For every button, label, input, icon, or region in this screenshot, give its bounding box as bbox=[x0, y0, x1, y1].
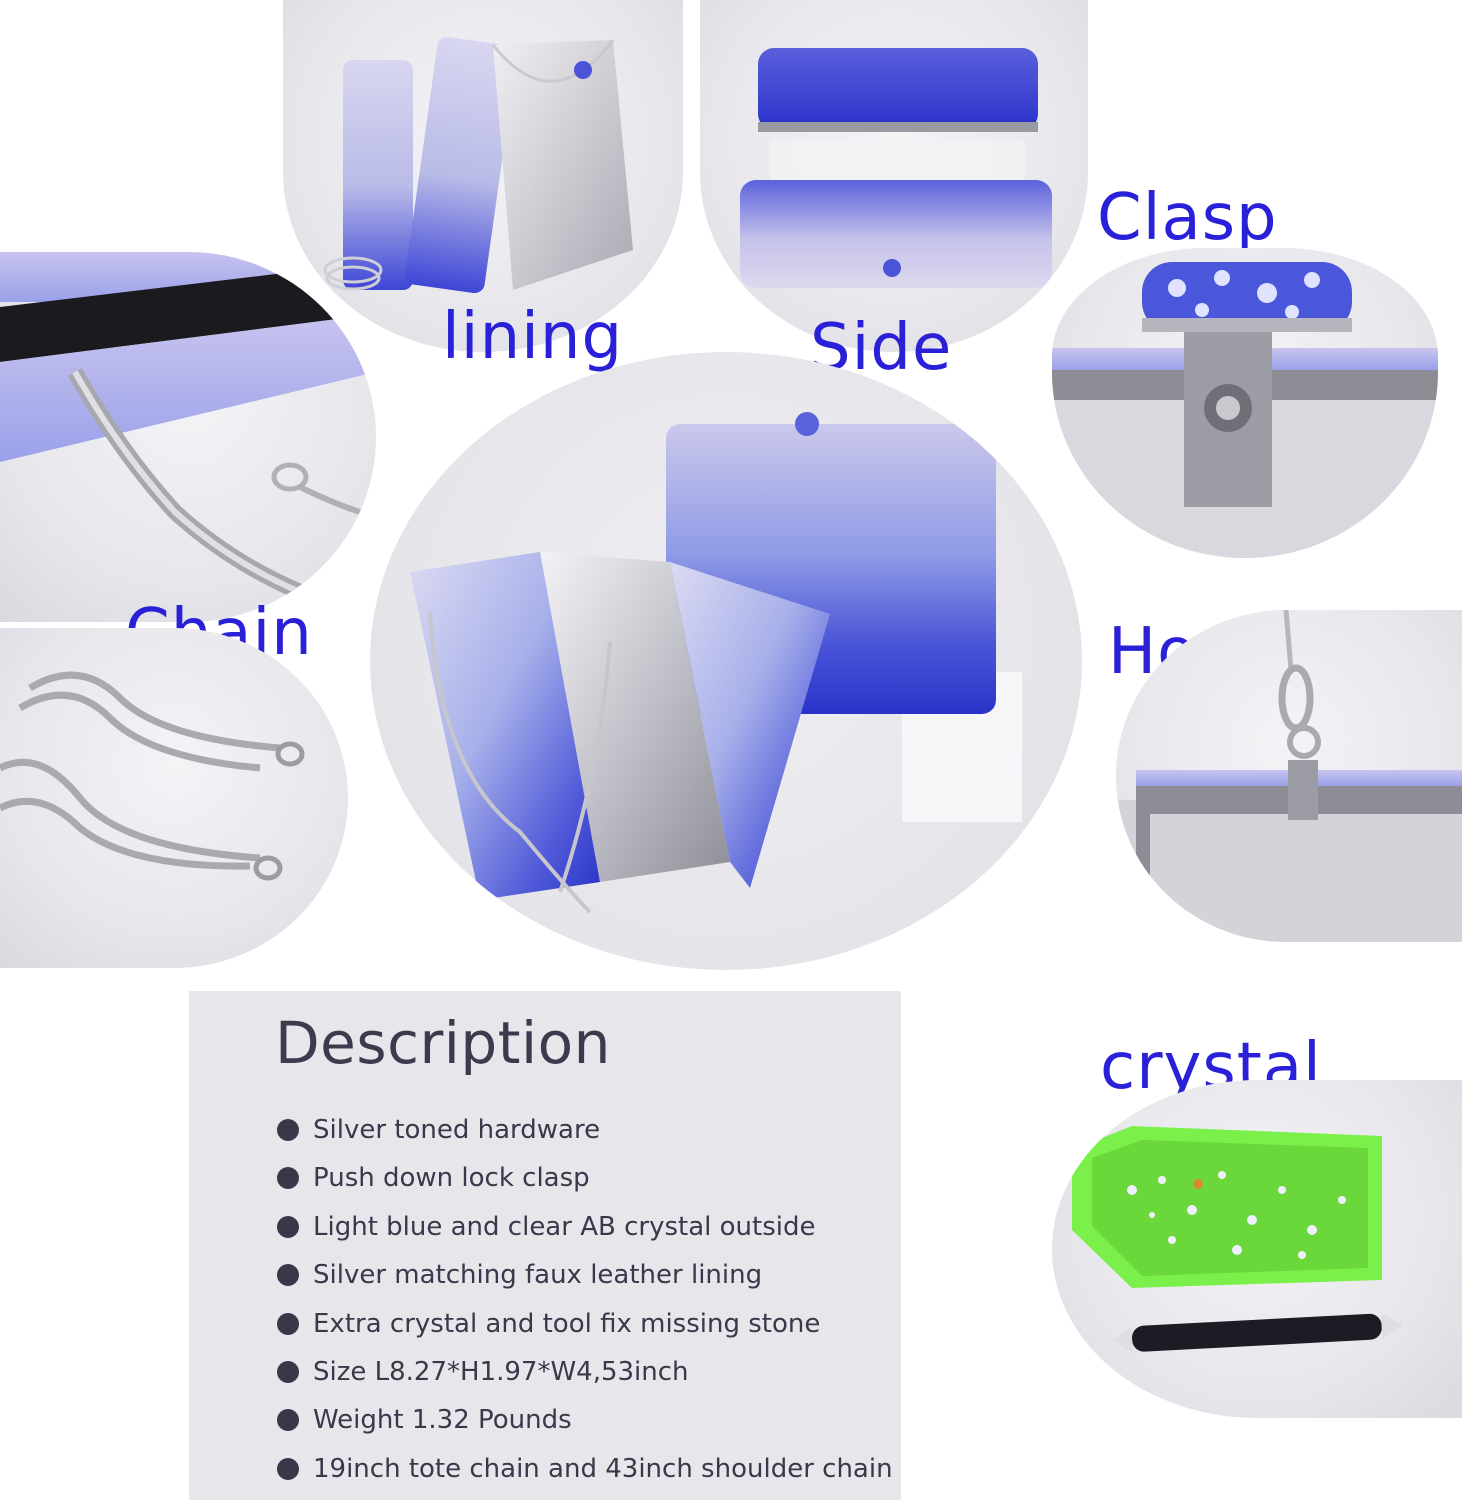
bullet-icon bbox=[277, 1119, 299, 1141]
open-clutch-lining-image bbox=[323, 36, 633, 294]
crystal-photo bbox=[1052, 1080, 1462, 1418]
list-item: 19inch tote chain and 43inch shoulder ch… bbox=[277, 1445, 893, 1493]
list-item-text: Light blue and clear AB crystal outside bbox=[313, 1211, 816, 1242]
spare-crystals-and-tool-image bbox=[1072, 1126, 1404, 1353]
list-item-text: 19inch tote chain and 43inch shoulder ch… bbox=[313, 1453, 893, 1484]
clasp-photo bbox=[1052, 248, 1438, 558]
side-photo bbox=[700, 0, 1088, 352]
list-item: Silver toned hardware bbox=[277, 1106, 893, 1154]
bullet-icon bbox=[277, 1312, 299, 1335]
description-title: Description bbox=[275, 1009, 611, 1077]
list-item: Silver matching faux leather lining bbox=[277, 1251, 893, 1299]
list-item-text: Weight 1.32 Pounds bbox=[313, 1405, 572, 1436]
main-product-photo bbox=[370, 352, 1082, 970]
list-item: Size L8.27*H1.97*W4,53inch bbox=[277, 1348, 893, 1396]
description-panel: Description Silver toned hardware Push d… bbox=[189, 991, 901, 1500]
clasp-label: Clasp bbox=[1097, 181, 1278, 255]
chain-coil-photo bbox=[0, 628, 348, 968]
lining-label: lining bbox=[442, 300, 624, 374]
clasp-closeup-image bbox=[1052, 262, 1438, 558]
list-item-text: Silver matching faux leather lining bbox=[313, 1260, 763, 1291]
clutch-side-view-image bbox=[740, 48, 1052, 288]
bullet-icon bbox=[277, 1360, 299, 1383]
list-item-text: Push down lock clasp bbox=[313, 1163, 590, 1194]
hook-photo bbox=[1116, 610, 1462, 942]
shoulder-chain-image bbox=[0, 671, 305, 881]
list-item: Push down lock clasp bbox=[277, 1154, 893, 1202]
list-item-text: Size L8.27*H1.97*W4,53inch bbox=[313, 1356, 689, 1387]
list-item: Weight 1.32 Pounds bbox=[277, 1396, 893, 1444]
chain-clip-photo bbox=[0, 252, 376, 622]
list-item-text: Silver toned hardware bbox=[313, 1115, 601, 1145]
clutch-bag-main-image bbox=[410, 412, 1022, 914]
chain-attachment-image bbox=[0, 252, 376, 600]
list-item-text: Extra crystal and tool fix missing stone bbox=[313, 1308, 821, 1339]
description-list: Silver toned hardware Push down lock cla… bbox=[277, 1106, 893, 1493]
bullet-icon bbox=[277, 1264, 299, 1287]
bullet-icon bbox=[277, 1215, 299, 1238]
bullet-icon bbox=[277, 1167, 299, 1190]
list-item: Light blue and clear AB crystal outside bbox=[277, 1203, 893, 1251]
list-item: Extra crystal and tool fix missing stone bbox=[277, 1300, 893, 1348]
bullet-icon bbox=[277, 1457, 299, 1480]
bullet-icon bbox=[277, 1409, 299, 1432]
hook-closeup-image bbox=[1116, 610, 1462, 942]
